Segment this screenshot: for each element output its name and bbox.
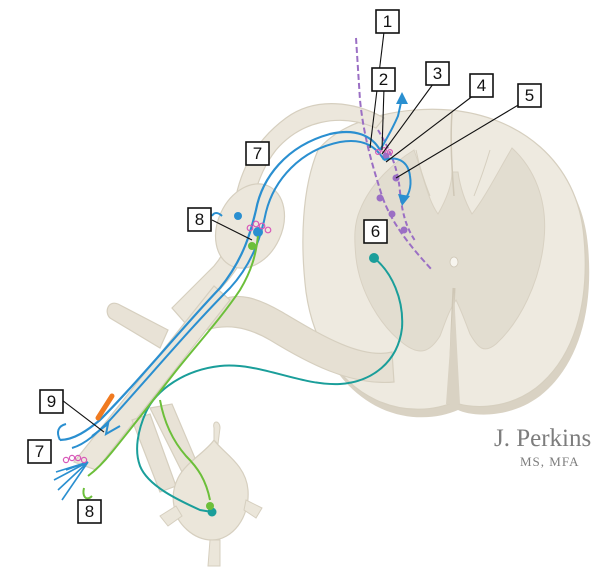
label-2: 2 — [371, 67, 396, 92]
label-5: 5 — [517, 83, 542, 108]
label-5-text: 5 — [525, 86, 534, 105]
spinal-cord-cross-section — [302, 108, 590, 418]
label-3: 3 — [425, 61, 450, 86]
signature-credentials: MS, MFA — [520, 454, 580, 469]
signature-name: J. Perkins — [494, 425, 591, 452]
label-1: 1 — [375, 9, 400, 34]
label-7b-text: 7 — [35, 442, 44, 461]
label-7-ganglion: 7 — [245, 141, 270, 166]
label-8-peripheral: 8 — [77, 499, 102, 524]
label-6-text: 6 — [371, 222, 380, 241]
label-3-text: 3 — [433, 64, 442, 83]
lesion-marker — [95, 393, 115, 421]
label-8-ganglion: 8 — [187, 207, 212, 232]
label-7a-text: 7 — [253, 144, 262, 163]
sympathetic-ganglion — [159, 421, 263, 567]
label-4: 4 — [469, 73, 494, 98]
label-4-text: 4 — [477, 76, 486, 95]
label-boxes: 1 2 3 4 5 6 7 8 — [27, 9, 542, 524]
label-6: 6 — [363, 219, 388, 244]
label-9: 9 — [39, 389, 64, 414]
label-1-text: 1 — [383, 12, 392, 31]
label-8a-text: 8 — [195, 210, 204, 229]
neural-pathways — [53, 37, 433, 517]
artist-signature: J. Perkins MS, MFA — [494, 425, 591, 469]
label-7-peripheral: 7 — [27, 439, 52, 464]
label-9-text: 9 — [47, 392, 56, 411]
label-2-text: 2 — [379, 70, 388, 89]
label-8b-text: 8 — [85, 502, 94, 521]
